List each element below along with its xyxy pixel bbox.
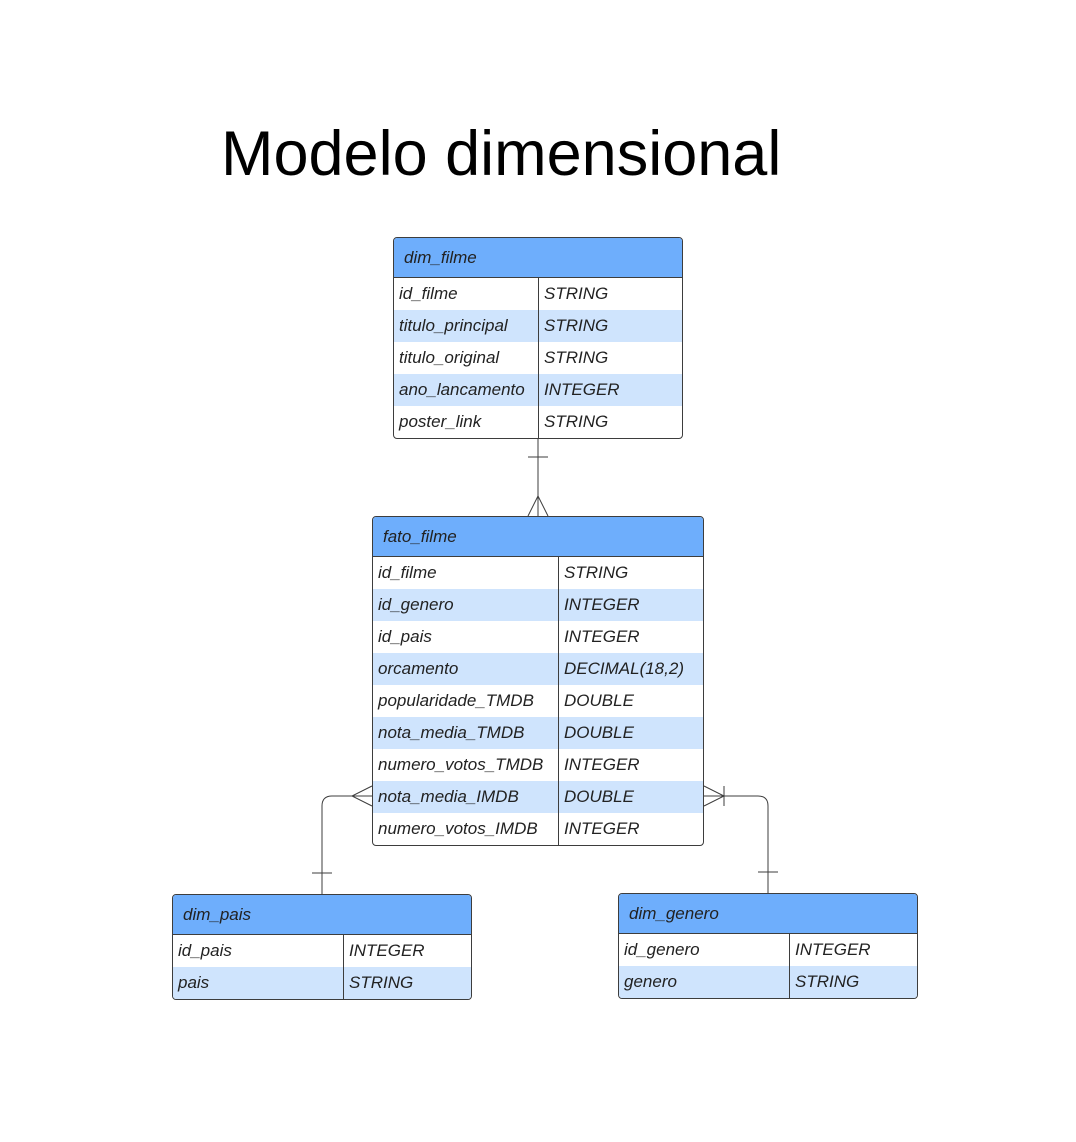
- table-row: nota_media_TMDB DOUBLE: [373, 717, 703, 749]
- field-type: STRING: [795, 972, 860, 991]
- table-row: ano_lancamento INTEGER: [394, 374, 682, 406]
- entity-dim-filme: dim_filme id_filme STRING titulo_princip…: [393, 237, 683, 439]
- table-row: numero_votos_IMDB INTEGER: [373, 813, 703, 845]
- field-type: STRING: [544, 348, 609, 367]
- field-name: ano_lancamento: [394, 374, 539, 406]
- field-name: id_genero: [619, 934, 790, 966]
- field-name: id_filme: [373, 557, 559, 589]
- field-type: STRING: [564, 563, 629, 582]
- entity-dim-genero: dim_genero id_genero INTEGER genero STRI…: [618, 893, 918, 999]
- field-name: popularidade_TMDB: [373, 685, 559, 717]
- field-name: id_filme: [394, 278, 539, 310]
- field-name: id_genero: [373, 589, 559, 621]
- table-row: genero STRING: [619, 966, 917, 998]
- field-name: numero_votos_TMDB: [373, 749, 559, 781]
- field-type: STRING: [349, 973, 414, 992]
- table-row: id_pais INTEGER: [373, 621, 703, 653]
- table-row: titulo_principal STRING: [394, 310, 682, 342]
- field-type: INTEGER: [349, 941, 425, 960]
- field-type: DOUBLE: [564, 691, 634, 710]
- field-type: INTEGER: [564, 819, 640, 838]
- entity-dim-pais: dim_pais id_pais INTEGER pais STRING: [172, 894, 472, 1000]
- field-name: id_pais: [373, 621, 559, 653]
- field-type: INTEGER: [795, 940, 871, 959]
- field-type: STRING: [544, 284, 609, 303]
- entity-header: dim_pais: [173, 895, 471, 935]
- entity-header: fato_filme: [373, 517, 703, 557]
- table-row: orcamento DECIMAL(18,2): [373, 653, 703, 685]
- table-row: id_genero INTEGER: [619, 934, 917, 966]
- field-name: genero: [619, 966, 790, 998]
- table-row: titulo_original STRING: [394, 342, 682, 374]
- relationship-dim-filme-fato-filme: [527, 437, 549, 517]
- field-type: DECIMAL(18,2): [564, 659, 684, 678]
- field-type: INTEGER: [564, 595, 640, 614]
- field-name: numero_votos_IMDB: [373, 813, 559, 845]
- field-type: INTEGER: [544, 380, 620, 399]
- field-name: nota_media_IMDB: [373, 781, 559, 813]
- field-name: nota_media_TMDB: [373, 717, 559, 749]
- field-name: pais: [173, 967, 344, 999]
- field-type: INTEGER: [564, 627, 640, 646]
- table-row: popularidade_TMDB DOUBLE: [373, 685, 703, 717]
- field-type: STRING: [544, 316, 609, 335]
- table-row: id_pais INTEGER: [173, 935, 471, 967]
- field-name: titulo_original: [394, 342, 539, 374]
- table-row: id_genero INTEGER: [373, 589, 703, 621]
- field-type: STRING: [544, 412, 609, 431]
- entity-header: dim_filme: [394, 238, 682, 278]
- field-type: DOUBLE: [564, 787, 634, 806]
- field-type: INTEGER: [564, 755, 640, 774]
- table-row: id_filme STRING: [394, 278, 682, 310]
- field-name: titulo_principal: [394, 310, 539, 342]
- field-name: poster_link: [394, 406, 539, 438]
- page-title: Modelo dimensional: [221, 119, 782, 189]
- table-row: nota_media_IMDB DOUBLE: [373, 781, 703, 813]
- table-row: poster_link STRING: [394, 406, 682, 438]
- table-row: pais STRING: [173, 967, 471, 999]
- field-type: DOUBLE: [564, 723, 634, 742]
- field-name: id_pais: [173, 935, 344, 967]
- table-row: numero_votos_TMDB INTEGER: [373, 749, 703, 781]
- relationship-dim-genero-fato-filme: [703, 785, 778, 893]
- field-name: orcamento: [373, 653, 559, 685]
- entity-fato-filme: fato_filme id_filme STRING id_genero INT…: [372, 516, 704, 846]
- entity-header: dim_genero: [619, 894, 917, 934]
- table-row: id_filme STRING: [373, 557, 703, 589]
- relationship-dim-pais-fato-filme: [312, 785, 373, 894]
